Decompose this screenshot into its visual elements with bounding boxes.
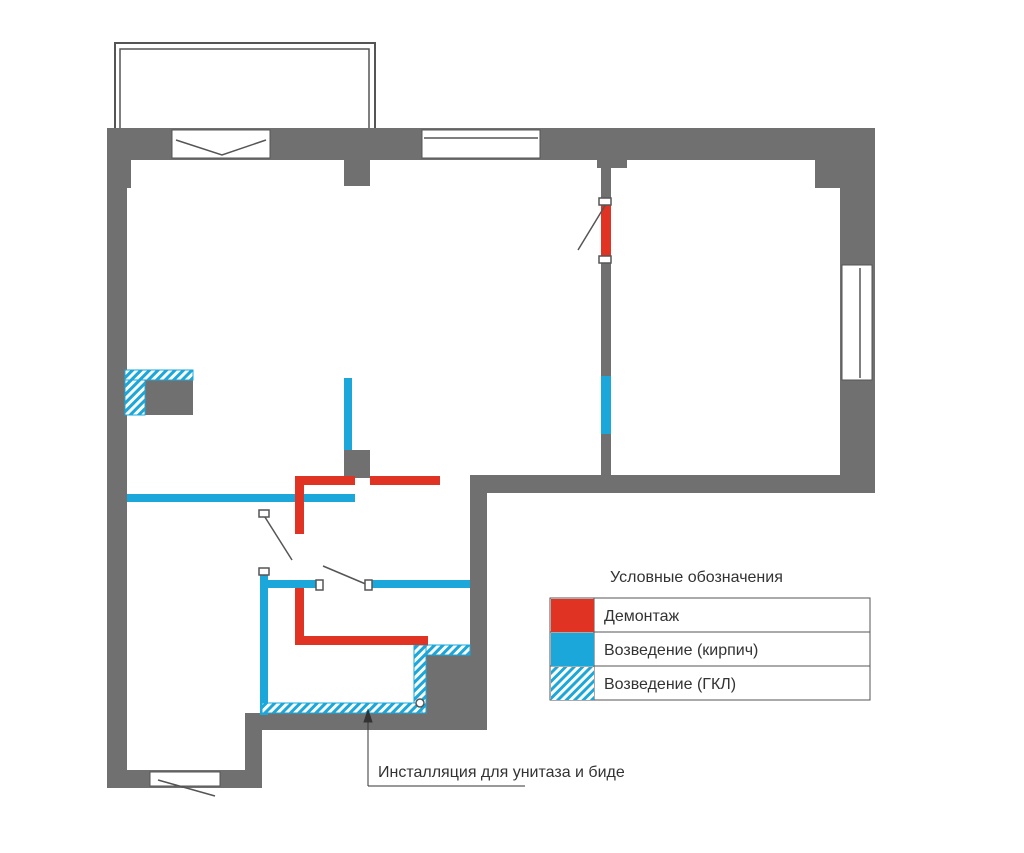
gkl-walls [124, 369, 471, 714]
legend-table: Демонтаж Возведение (кирпич) Возведение … [549, 597, 871, 701]
legend-swatch-brick [551, 633, 594, 666]
balcony [114, 42, 376, 128]
demolition-walls [295, 204, 611, 645]
legend-label-brick: Возведение (кирпич) [604, 642, 758, 659]
exterior-walls [107, 128, 875, 788]
doors [258, 197, 612, 708]
brick-walls [127, 376, 611, 715]
legend-label-gkl: Возведение (ГКЛ) [604, 676, 736, 693]
installation-note: Инсталляция для унитаза и биде [378, 764, 625, 781]
legend-swatch-demolition [551, 599, 594, 632]
legend: Условные обозначения Демонтаж Возведение… [549, 569, 871, 701]
annotation-leader [363, 708, 525, 787]
legend-swatch-gkl [551, 667, 594, 700]
legend-title: Условные обозначения [610, 569, 783, 586]
windows [149, 129, 873, 797]
legend-label-demolition: Демонтаж [604, 608, 680, 625]
